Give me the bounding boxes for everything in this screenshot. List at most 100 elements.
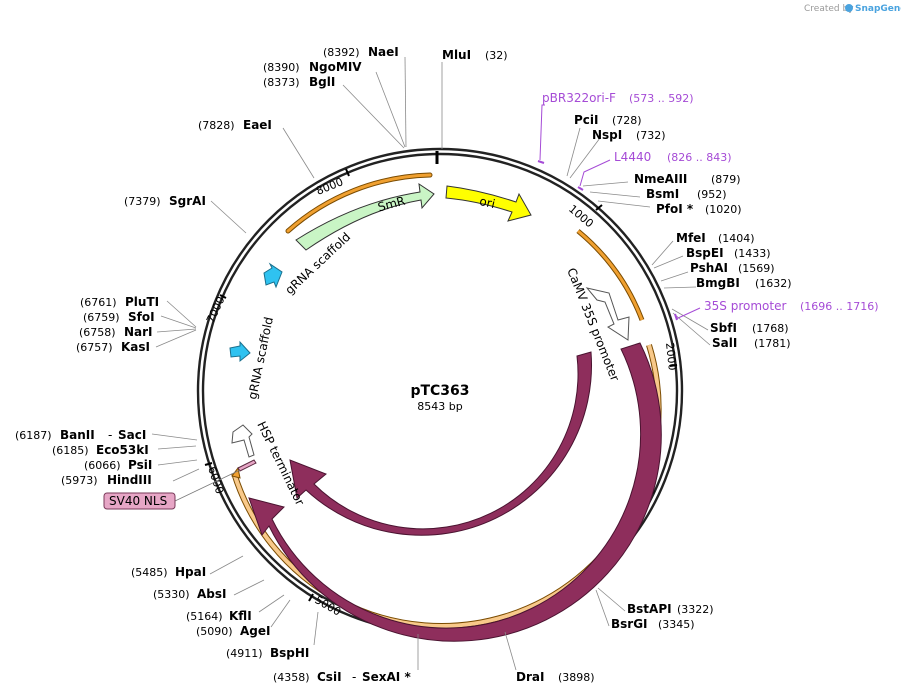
site-sgrai[interactable]: SgrAI xyxy=(169,194,206,208)
site-psii[interactable]: PsiI xyxy=(128,458,152,472)
site-pfoi[interactable]: PfoI * xyxy=(656,202,694,216)
cas9-outer-arrow[interactable] xyxy=(248,342,662,642)
site-kfli[interactable]: KflI xyxy=(229,609,252,623)
site-bsphi-pos: (4911) xyxy=(226,647,263,660)
site-nspi[interactable]: NspI xyxy=(592,128,622,142)
site-kasi[interactable]: KasI xyxy=(121,340,150,354)
leader-sacI xyxy=(151,433,198,441)
site-sgrai-pos: (7379) xyxy=(124,195,161,208)
branding-name: SnapGene xyxy=(855,4,901,14)
site-mlui[interactable]: MluI xyxy=(442,48,471,62)
site-sbfi[interactable]: SbfI xyxy=(710,321,737,335)
site-bspei[interactable]: BspEI xyxy=(686,246,724,260)
leader-agei xyxy=(270,599,291,628)
site-bsmi[interactable]: BsmI xyxy=(646,187,679,201)
site-banii-pos: (6187) xyxy=(15,429,52,442)
sv40-nls-callout[interactable]: SV40 NLS xyxy=(103,492,176,510)
site-bsphi[interactable]: BspHI xyxy=(270,646,309,660)
site-bgli[interactable]: BglI xyxy=(309,75,335,89)
site-pfoi-pos: (1020) xyxy=(705,203,742,216)
grna-scaffold-1-arrow[interactable] xyxy=(263,262,283,289)
leader-bsmi xyxy=(589,191,641,198)
site-sbfi-pos: (1768) xyxy=(752,322,789,335)
site-hindiii[interactable]: HindIII xyxy=(107,473,152,487)
site-bstapi[interactable]: BstAPI xyxy=(627,602,672,616)
leader-pfoi xyxy=(597,200,651,208)
site-banii[interactable]: BanII xyxy=(60,428,95,442)
site-saci[interactable]: SacI xyxy=(118,428,146,442)
hsp-terminator-arrow[interactable] xyxy=(231,424,255,458)
site-ngomiv[interactable]: NgoMIV xyxy=(309,60,362,74)
primer-l4440[interactable]: L4440 xyxy=(614,150,651,164)
camv-35s-promoter-arrow[interactable] xyxy=(585,287,630,341)
leader-sgrai xyxy=(210,200,247,234)
leader-naei xyxy=(404,56,407,148)
branding-prefix: Created by xyxy=(804,4,854,14)
tick-label-7000: 7000 xyxy=(204,294,228,325)
leader-bgli xyxy=(342,84,405,149)
cas9-inner-arrow[interactable] xyxy=(289,351,592,536)
primer-l4440-range: (826 .. 843) xyxy=(667,151,732,164)
site-pshai[interactable]: PshAI xyxy=(690,261,728,275)
site-nari[interactable]: NarI xyxy=(124,325,153,339)
site-sali-pos: (1781) xyxy=(754,337,791,350)
site-absi[interactable]: AbsI xyxy=(197,587,226,601)
site-bsrgi-pos: (3345) xyxy=(658,618,695,631)
site-eaei[interactable]: EaeI xyxy=(243,118,272,132)
site-sexai[interactable]: SexAI * xyxy=(362,670,411,684)
site-sali[interactable]: SalI xyxy=(712,336,737,350)
site-pluti[interactable]: PluTI xyxy=(125,295,159,309)
site-absi-pos: (5330) xyxy=(153,588,190,601)
sv40-nls-box[interactable] xyxy=(103,492,176,510)
primer-pbr322ori-f[interactable]: pBR322ori-F xyxy=(542,91,616,105)
smr-label: SmR xyxy=(376,194,406,215)
tick-mark xyxy=(595,204,603,211)
site-hpai[interactable]: HpaI xyxy=(175,565,206,579)
smr-gene-arrow[interactable] xyxy=(295,182,435,251)
site-bsrgi[interactable]: BsrGI xyxy=(611,617,648,631)
tick-mark xyxy=(219,294,227,299)
tick-label-2000: 2000 xyxy=(663,342,679,371)
primer-mark xyxy=(577,186,584,191)
leader-mfei xyxy=(651,240,674,266)
site-pshai-pos: (1569) xyxy=(738,262,775,275)
primer-leader xyxy=(579,159,611,187)
site-bmgbi[interactable]: BmgBI xyxy=(696,276,740,290)
primer-35s-promoter[interactable]: 35S promoter xyxy=(704,299,786,313)
leader-kfli xyxy=(258,594,285,613)
site-bsmi-pos: (952) xyxy=(697,188,727,201)
leader-absi xyxy=(233,579,265,596)
leader-sbfi xyxy=(671,308,709,331)
leader-nari xyxy=(156,328,197,333)
site-nmeaiii[interactable]: NmeAIII xyxy=(634,172,687,186)
site-leader-lines xyxy=(151,56,711,671)
leader-bsrgi xyxy=(595,589,610,627)
site-pcii[interactable]: PciI xyxy=(574,113,599,127)
site-agei-pos: (5090) xyxy=(196,625,233,638)
leader-bspei xyxy=(653,255,684,269)
primer-markers xyxy=(537,104,701,321)
leader-nmeaiii xyxy=(582,181,629,187)
site-drai[interactable]: DraI xyxy=(516,670,544,684)
plasmid-name: pTC363 xyxy=(410,383,469,399)
site-mlui-pos: (32) xyxy=(485,49,508,62)
site-naei[interactable]: NaeI xyxy=(368,45,399,59)
site-sfoi[interactable]: SfoI xyxy=(128,310,155,324)
primer-pbr322ori-f-range: (573 .. 592) xyxy=(629,92,694,105)
tick-mark xyxy=(345,168,350,177)
sv40-nls-feature[interactable] xyxy=(237,459,257,472)
site-kfli-pos: (5164) xyxy=(186,610,223,623)
sv40-nls-leader xyxy=(174,469,241,502)
site-agei[interactable]: AgeI xyxy=(240,624,270,638)
grna-scaffold-2-arrow[interactable] xyxy=(229,340,251,363)
ori-feature-arrow[interactable] xyxy=(445,185,532,222)
site-eco53ki[interactable]: Eco53kI xyxy=(96,443,149,457)
site-mfei[interactable]: MfeI xyxy=(676,231,706,245)
grna-scaffold-2-label: gRNA scaffold xyxy=(245,316,276,401)
site-csii-pos: (4358) xyxy=(273,671,310,684)
primer-mark xyxy=(537,160,545,164)
site-csii[interactable]: CsiI xyxy=(317,670,342,684)
site-bgli-pos: (8373) xyxy=(263,76,300,89)
primer-leader xyxy=(675,307,701,320)
